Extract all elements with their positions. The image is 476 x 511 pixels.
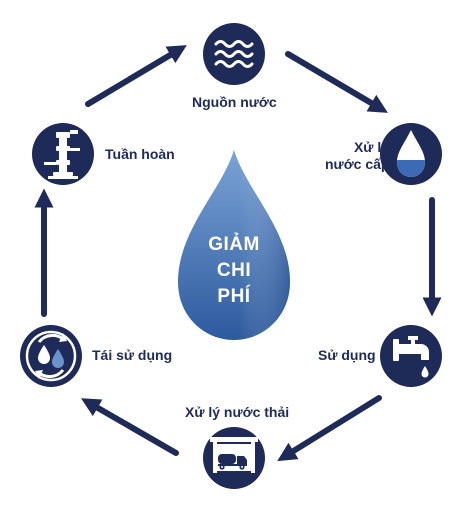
- cycle-arrows: [34, 45, 442, 462]
- node-usage: [380, 325, 442, 387]
- label-wastewater: Xử lý nước thải: [185, 404, 290, 420]
- center-line-3: PHÍ: [217, 286, 251, 307]
- label-water-treatment: Xử lý nước cấp: [325, 139, 389, 173]
- node-wastewater: [203, 427, 265, 489]
- faucet-icon: [393, 336, 429, 378]
- recycle-drops-icon: [25, 330, 77, 382]
- pipe-system-icon: [44, 130, 80, 179]
- arrow-source-to-treatment: [285, 51, 388, 113]
- water-waves-icon: [214, 40, 254, 68]
- arrow-wastewater-to-reuse: [81, 398, 179, 456]
- label-water-source: Nguồn nước: [192, 94, 277, 110]
- node-water-treatment: [380, 123, 442, 185]
- node-recirculation: [32, 123, 94, 185]
- center-line-1: GIẢM: [208, 234, 260, 255]
- arrow-recycle-to-source: [85, 45, 187, 107]
- node-water-source: [203, 23, 265, 85]
- label-recirculation: Tuần hoàn: [105, 146, 175, 162]
- node-reuse: [20, 325, 82, 387]
- label-reuse: Tái sử dụng: [92, 347, 173, 363]
- label-water-treatment-line-1: Xử lý: [353, 139, 389, 155]
- label-water-treatment-line-2: nước cấp: [325, 156, 390, 172]
- center-drop: [178, 150, 290, 340]
- arrow-usage-to-wastewater: [277, 395, 382, 462]
- center-line-2: CHI: [216, 260, 252, 281]
- water-drop-icon: [397, 130, 425, 177]
- center-title: GIẢM CHI PHÍ: [188, 232, 280, 310]
- label-usage: Sử dụng: [318, 347, 376, 363]
- tanker-truck-icon: [210, 437, 258, 473]
